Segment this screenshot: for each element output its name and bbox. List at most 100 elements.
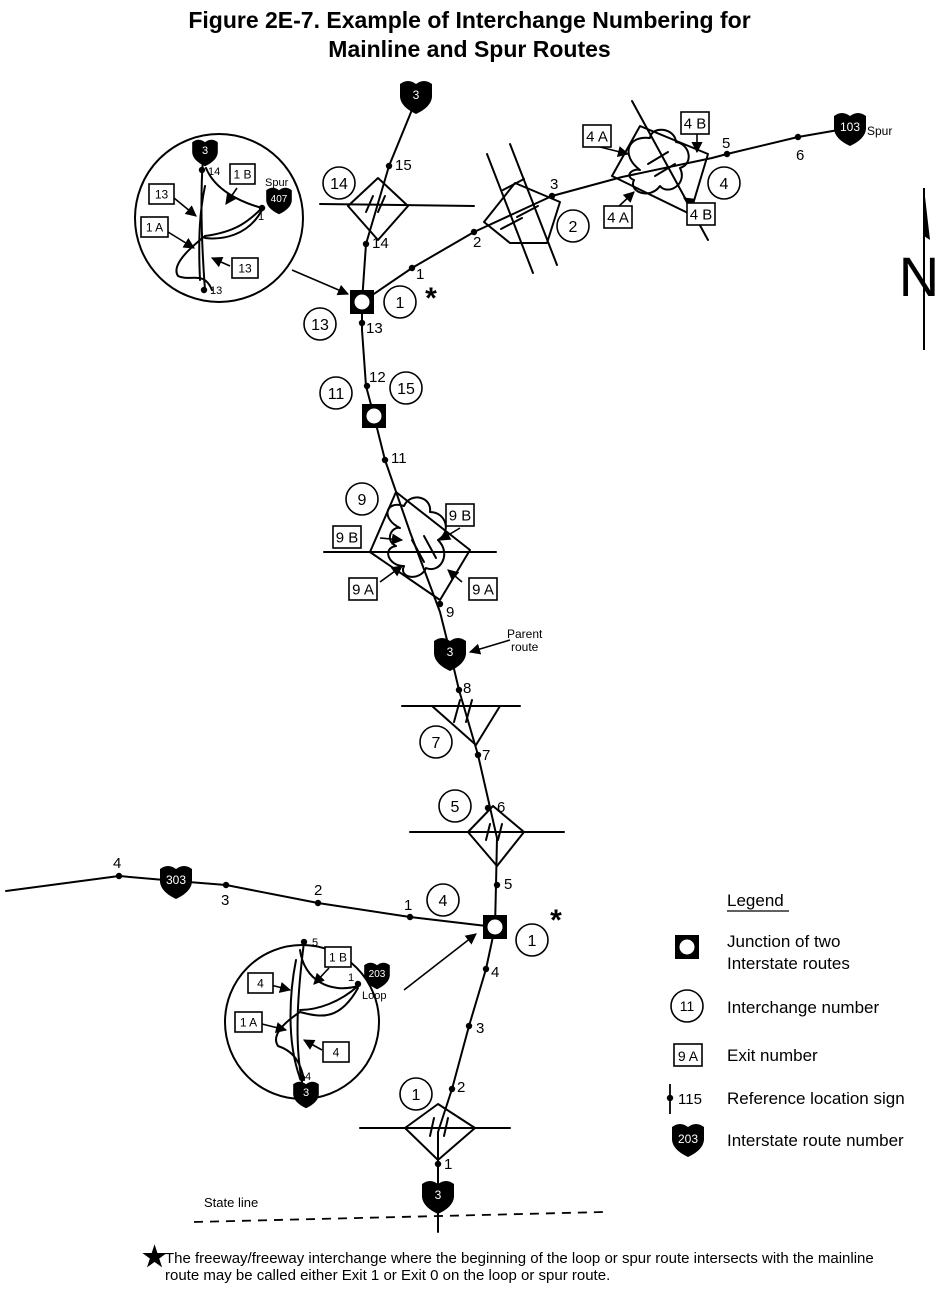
parent-route-label-2: route [511, 640, 539, 654]
exit-number-box [468, 577, 498, 601]
spur-route-103 [361, 127, 851, 303]
loop-junction-asterisk: * [550, 904, 562, 937]
reference-marker-label: 11 [391, 450, 407, 467]
legend-reference-label: Reference location sign [727, 1089, 905, 1108]
interchange-number-circle [389, 371, 423, 405]
exit-number-label: 13 [155, 187, 169, 201]
reference-dot [381, 456, 389, 464]
reference-marker-label: 2 [314, 882, 322, 899]
exit-number-box [603, 205, 633, 229]
reference-dot [258, 204, 266, 212]
interchange-number-label: 4 [720, 176, 729, 193]
reference-dot [314, 899, 322, 907]
loop-route-303 [5, 875, 496, 928]
exit-number-label: 13 [238, 261, 252, 275]
exit-number-box [140, 216, 169, 238]
interchange-number-circle [345, 482, 379, 516]
figure-title-line2: Mainline and Spur Routes [328, 36, 611, 62]
interchange-number-label: 2 [569, 219, 578, 236]
reference-marker-label: 5 [504, 876, 512, 893]
reference-marker-label: 5 [312, 937, 318, 949]
reference-dot [222, 881, 230, 889]
interstate-shield-number: 407 [271, 194, 288, 205]
interstate-shield-icon: 407 [266, 187, 292, 215]
reference-marker-label: 4 [113, 855, 121, 872]
footnote: ★ The freeway/freeway interchange where … [142, 1241, 902, 1285]
reference-dot [298, 1074, 306, 1082]
interstate-shield-number: 3 [303, 1087, 309, 1099]
pointer-arrows [167, 134, 703, 1051]
legend-shield-sample: 203 [678, 1132, 698, 1146]
reference-dot [474, 751, 482, 759]
figure-title-line1: Figure 2E-7. Example of Interchange Numb… [188, 7, 751, 33]
exit-number-label: 9 B [449, 507, 472, 524]
state-line [193, 1211, 605, 1223]
exit-number-label: 4 A [607, 209, 629, 226]
exit-number-box [322, 1041, 350, 1063]
reference-dot [406, 913, 414, 921]
reference-marker-label: 1 [416, 266, 424, 283]
legend-junction-label-1: Junction of two [727, 932, 840, 951]
reference-dot [470, 228, 478, 236]
interchange-7-trumpet [401, 699, 521, 746]
exit-number-label: 1 B [233, 167, 251, 181]
interstate-shield-number: 303 [166, 873, 186, 887]
interstate-shield-icon: 3 [434, 638, 466, 671]
north-arrow-icon: N [899, 188, 939, 350]
interchange-number-circle [438, 789, 472, 823]
interchange-number-label: 5 [451, 799, 460, 816]
interchange-number-circle [322, 166, 356, 200]
legend-exit-label: Exit number [727, 1046, 818, 1065]
legend-shield-label: Interstate route number [727, 1131, 904, 1150]
reference-dot [363, 382, 371, 390]
interstate-shield-number: 3 [435, 1188, 442, 1202]
interchange-number-label: 4 [439, 893, 448, 910]
reference-marker-label: 1 [444, 1156, 452, 1173]
interchange-number-circle [515, 923, 549, 957]
legend-reference-sample: 115 [678, 1091, 702, 1108]
interchange-9-cloverleaf [323, 491, 497, 601]
parent-route-label-1: Parent [507, 627, 543, 641]
reference-marker-label: 9 [446, 604, 454, 621]
legend-shield-icon: 203 [672, 1124, 704, 1157]
interstate-shield-icon: 3 [192, 139, 218, 167]
reference-marker-label: 4 [491, 964, 499, 981]
interchange-number-label: 1 [412, 1087, 421, 1104]
reference-marker-label: 15 [395, 157, 412, 174]
mainline-route-3 [361, 99, 498, 1233]
legend-title: Legend [727, 891, 784, 910]
reference-dot [200, 286, 208, 294]
exit-number-box [148, 183, 175, 205]
exit-number-label: 4 [333, 1045, 340, 1059]
exit-number-label: 4 B [684, 115, 707, 132]
legend-exit-sample: 9 A [678, 1048, 699, 1064]
interstate-shield-icon: 3 [293, 1081, 319, 1109]
interchange-number-label: 11 [328, 386, 345, 403]
interchange-number-circle [556, 209, 590, 243]
reference-marker-label: 6 [796, 147, 804, 164]
reference-dot [362, 240, 370, 248]
exit-number-box [445, 503, 475, 527]
interstate-shield-icon: 3 [422, 1181, 454, 1214]
junction-markers [350, 290, 507, 939]
legend-junction-label-2: Interstate routes [727, 954, 850, 973]
interchange-number-circle [303, 307, 337, 341]
reference-dot [548, 192, 556, 200]
interchange-14-diamond [319, 177, 475, 241]
spur-interchange-2 [483, 143, 561, 274]
interchange-number-circle [419, 725, 453, 759]
reference-dot [493, 881, 501, 889]
exit-number-box [686, 202, 716, 226]
reference-dot [408, 264, 416, 272]
spur-junction-asterisk: * [425, 282, 437, 315]
reference-dot [358, 319, 366, 327]
interchange-1-diamond [359, 1103, 511, 1161]
interstate-shield-number: 203 [369, 969, 386, 980]
reference-marker-label: 14 [372, 235, 389, 252]
reference-dot [115, 872, 123, 880]
footnote-asterisk-icon: ★ [142, 1241, 168, 1272]
reference-marker-label: 3 [476, 1020, 484, 1037]
